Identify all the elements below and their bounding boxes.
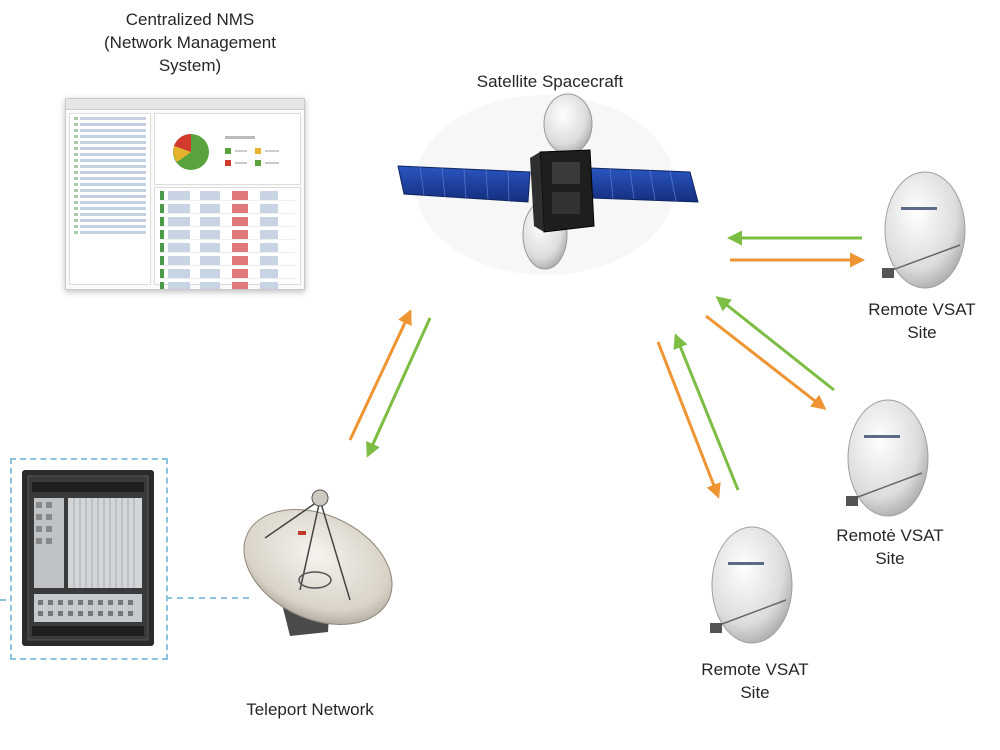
vsat-dish-3-icon bbox=[710, 526, 793, 644]
teleport-dish-icon bbox=[243, 489, 393, 636]
remote-site-1-label-line-1: Remote VSAT bbox=[868, 300, 976, 319]
remote-3-uplink-arrow bbox=[673, 333, 740, 491]
remote-site-2-label-line-1: Remotė VSAT bbox=[836, 526, 944, 545]
remote-3-downlink-arrow bbox=[656, 341, 721, 499]
vsat-dish-1-icon bbox=[882, 171, 966, 289]
nms-dashboard-tree bbox=[69, 113, 151, 285]
remote-site-2-label-line-2: Site bbox=[875, 549, 905, 568]
nms-label-line-2: (Network Management bbox=[104, 33, 276, 52]
remote-site-3-label-line-1: Remote VSAT bbox=[701, 660, 809, 679]
teleport-downlink-arrow bbox=[366, 317, 432, 458]
remote-site-1-label-line-2: Site bbox=[907, 323, 937, 342]
hub-rack-boundary bbox=[10, 458, 168, 660]
satellite-label-text: Satellite Spacecraft bbox=[476, 72, 624, 91]
nms-pie-chart-icon bbox=[173, 133, 279, 170]
teleport-label: Teleport Network bbox=[210, 698, 410, 721]
nms-dashboard-table bbox=[154, 187, 301, 289]
nms-label-line-1: Centralized NMS bbox=[125, 10, 255, 29]
remote-2-uplink-arrow bbox=[715, 296, 835, 392]
remote-site-2-label: Remotė VSAT Site bbox=[820, 524, 960, 570]
teleport-uplink-arrow bbox=[348, 309, 412, 441]
vsat-dish-2-icon bbox=[846, 399, 929, 517]
satellite-label: Satellite Spacecraft bbox=[450, 70, 650, 93]
remote-site-1-label: Remote VSAT Site bbox=[852, 298, 992, 344]
nms-label: Centralized NMS (Network Management Syst… bbox=[90, 8, 290, 77]
nms-label-line-3: System) bbox=[158, 56, 222, 75]
remote-2-downlink-arrow bbox=[705, 314, 827, 410]
remote-site-3-label-line-2: Site bbox=[740, 683, 770, 702]
nms-dashboard-health-panel bbox=[154, 113, 301, 185]
nms-dashboard-screenshot bbox=[65, 98, 305, 290]
teleport-label-text: Teleport Network bbox=[246, 700, 374, 719]
remote-site-3-label: Remote VSAT Site bbox=[685, 658, 825, 704]
hub-rack-icon bbox=[22, 470, 154, 646]
nms-dashboard-topbar bbox=[66, 99, 304, 110]
satellite-icon bbox=[397, 93, 699, 275]
